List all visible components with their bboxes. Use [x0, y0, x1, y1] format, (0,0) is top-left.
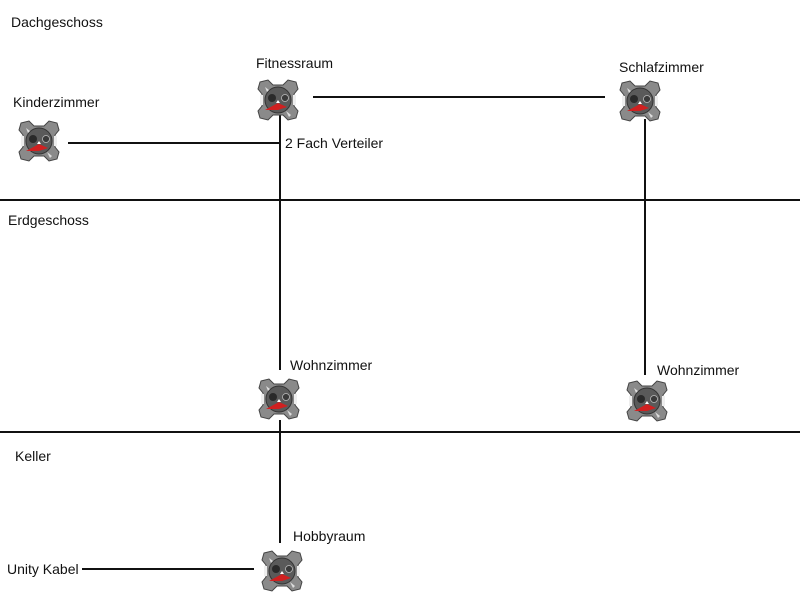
antenna-socket-icon	[256, 79, 300, 121]
floor-label-keller: Keller	[15, 448, 51, 464]
antenna-socket-icon	[625, 380, 669, 422]
floor-label-erdgeschoss: Erdgeschoss	[8, 212, 89, 228]
source-label: Unity Kabel	[7, 561, 79, 577]
antenna-socket-icon	[17, 120, 61, 162]
antenna-socket-icon	[618, 80, 662, 122]
cable-fitnessraum-schlafzimmer	[313, 96, 605, 98]
floor-label-dachgeschoss: Dachgeschoss	[11, 14, 103, 30]
room-label-fitnessraum: Fitnessraum	[256, 55, 334, 71]
splitter-label: 2 Fach Verteiler	[285, 135, 384, 151]
floor-divider-dg-eg	[0, 199, 800, 201]
cable-unity-hobbyraum	[82, 568, 254, 570]
room-label-schlafzimmer: Schlafzimmer	[619, 59, 704, 75]
floor-divider-eg-keller	[0, 431, 800, 433]
antenna-socket-icon	[260, 550, 304, 592]
room-label-wohnzimmer-right: Wohnzimmer	[657, 362, 740, 378]
antenna-socket-icon	[257, 378, 301, 420]
room-label-kinderzimmer: Kinderzimmer	[13, 94, 100, 110]
cable-kinderzimmer-splitter	[68, 142, 281, 144]
cable-trunk-upper	[279, 111, 281, 370]
cable-schlafzimmer-wohnzimmer	[644, 119, 646, 375]
cable-trunk-lower	[279, 420, 281, 543]
room-label-hobbyraum: Hobbyraum	[293, 528, 366, 544]
room-label-wohnzimmer-left: Wohnzimmer	[290, 357, 373, 373]
